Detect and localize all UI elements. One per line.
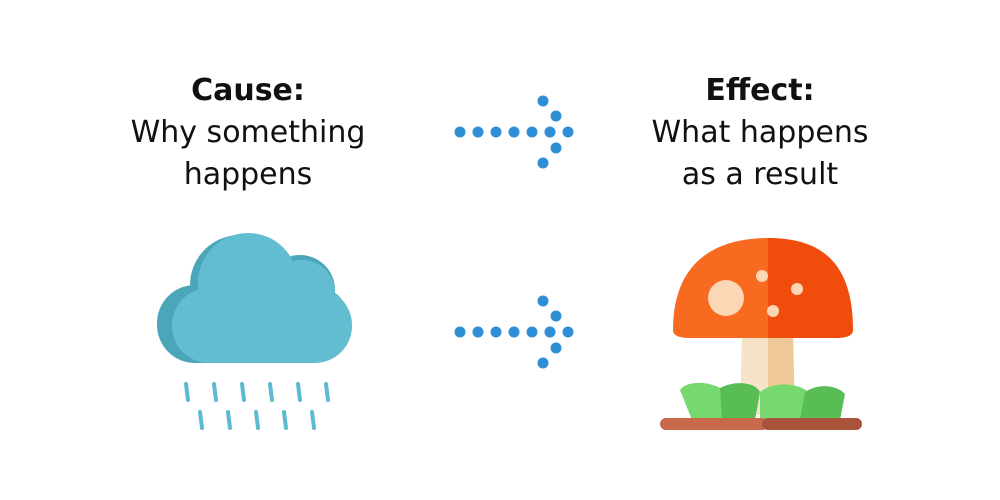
arrow-dot (544, 326, 556, 338)
mushroom-icon (660, 238, 862, 430)
rain-drop (268, 382, 274, 402)
arrow-dot (454, 326, 466, 338)
rain-drop (226, 410, 232, 430)
arrow-dot (537, 295, 549, 307)
effect-heading: Effect: (705, 73, 815, 108)
dotted-arrow-right-icon (454, 295, 574, 369)
effect-description-line-2: as a result (681, 157, 839, 192)
cause-heading: Cause: (191, 73, 305, 108)
arrow-dot (490, 326, 502, 338)
rain-drop (212, 382, 218, 402)
arrow-dot (562, 326, 574, 338)
cloud-shape (157, 233, 352, 363)
rain-drop (282, 410, 288, 430)
cause-label: Cause: Why something happens (98, 70, 398, 196)
rain-drop (324, 382, 330, 402)
dotted-arrow-right-icon (454, 95, 574, 169)
arrow-dot (508, 326, 520, 338)
arrow-dot (550, 110, 562, 122)
arrow-dot (490, 126, 502, 138)
rain-drops (184, 382, 330, 430)
arrow-dot (472, 326, 484, 338)
rain-drop (240, 382, 246, 402)
cause-description-line-1: Why something (130, 115, 366, 150)
arrow-dot (537, 157, 549, 169)
arrow-dot (537, 357, 549, 369)
arrow-dot (526, 126, 538, 138)
cause-description-line-2: happens (183, 157, 313, 192)
arrow-dot (537, 95, 549, 107)
arrow-dot (550, 342, 562, 354)
arrow-dot (472, 126, 484, 138)
rain-drop (254, 410, 260, 430)
arrow-dot (562, 126, 574, 138)
effect-description-line-1: What happens (651, 115, 869, 150)
arrow-dot (526, 326, 538, 338)
arrow-dot (550, 142, 562, 154)
rain-drop (310, 410, 316, 430)
effect-label: Effect: What happens as a result (610, 70, 910, 196)
rain-drop (296, 382, 302, 402)
arrow-dot (550, 310, 562, 322)
arrow-dot (544, 126, 556, 138)
rain-drop (184, 382, 190, 402)
rain-cloud-icon (157, 233, 352, 430)
rain-drop (198, 410, 204, 430)
arrow-dot (508, 126, 520, 138)
arrow-dot (454, 126, 466, 138)
